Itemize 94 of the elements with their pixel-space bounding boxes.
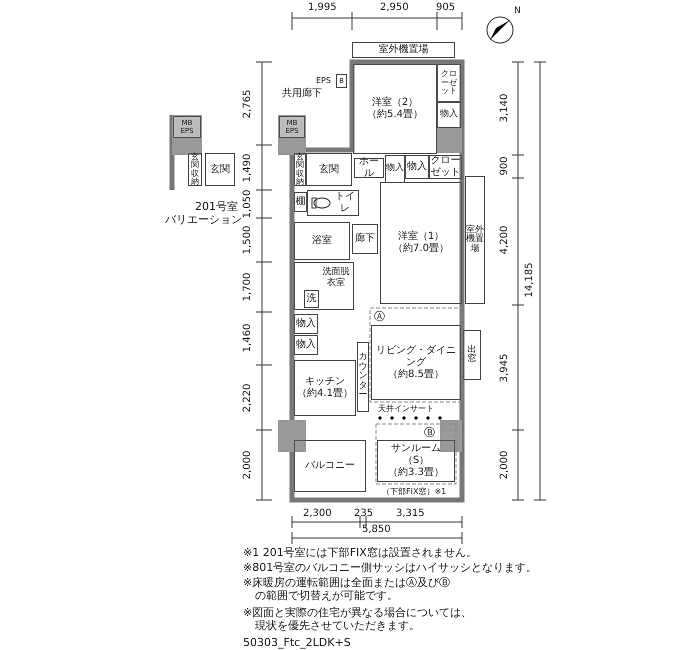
room-name: クローゼット (440, 70, 458, 96)
dimension-value: 1,500 (242, 226, 254, 254)
room-name: 物入 (386, 164, 404, 174)
room-name: 浴室 (312, 235, 332, 247)
storage-area (294, 335, 318, 355)
room-area (294, 262, 354, 310)
room-name: キッチン (305, 376, 345, 388)
room-name: 玄関 (210, 164, 230, 176)
room-name: 室外機置場 (466, 226, 484, 254)
shaft-box (173, 116, 201, 138)
dimension-value: 2,950 (380, 2, 409, 14)
dimension-value: 2,000 (242, 450, 254, 480)
room-area (306, 153, 352, 186)
room-name: 廊下 (355, 233, 375, 245)
dimension-value: 900 (499, 156, 511, 176)
room-name: 洗 (306, 293, 316, 305)
dimension-value: 1,490 (242, 154, 254, 182)
dimension-value: 14,185 (524, 262, 536, 298)
room-size: （約4.1畳） (297, 388, 353, 400)
room-name: 物入 (407, 161, 427, 173)
balcony-area (294, 440, 366, 492)
room-name: サンルーム（S） (390, 443, 442, 467)
room-name: 室外機置場 (378, 44, 428, 56)
room-name: カウンター (358, 353, 368, 401)
note-text: ※801号室のバルコニー側サッシはハイサッシとなります。 (243, 561, 538, 574)
note-text: ※図面と実際の住宅が異なる場合については、現状を優先させていただきます。 (243, 606, 474, 632)
room-name: リビング・ダイニング (375, 344, 457, 368)
dimension-value: 2,765 (242, 90, 254, 118)
dimension-value: 3,140 (499, 94, 511, 122)
dimension-value: 5,850 (362, 524, 391, 536)
room-name: 玄関収納 (190, 152, 200, 186)
dimension-value: 3,945 (499, 354, 511, 382)
room-name: バルコニー (305, 460, 355, 472)
counter-area (357, 342, 369, 412)
room-name: 洗面脱衣室 (322, 267, 350, 289)
shelf-area (294, 192, 307, 212)
room-name: 物入 (439, 110, 459, 120)
room-name: 玄関収納 (295, 152, 305, 186)
dimension-value: 1,995 (308, 2, 337, 14)
room-area (205, 153, 235, 186)
room-name: 物入 (296, 339, 316, 351)
room-name: 出窓 (466, 346, 478, 364)
room-name: ホール (358, 156, 380, 180)
corridor-label: 共用廊下 (282, 88, 322, 100)
room-size: （約5.4畳） (367, 109, 423, 121)
room-name: 洋室（1） (398, 231, 444, 243)
room-name: 洋室（2） (372, 97, 418, 109)
dimension-value: 2,220 (242, 384, 254, 412)
ceiling-insert-label: 天井インサート (378, 404, 434, 414)
storage-area (405, 155, 429, 179)
zone-mark: Ⓐ (374, 310, 385, 324)
note-text: ※1 201号室には下部FIX窓は設置されません。 (243, 546, 477, 560)
window-note: （下部FIX窓）※1 (382, 487, 446, 497)
room-area (294, 222, 350, 260)
storage-area (385, 155, 405, 183)
note-text: ※床暖房の運転範囲は全面またはⒶ及びⒷの範囲で切替えが可能です。 (243, 576, 452, 602)
room-name: 玄関 (319, 164, 339, 176)
dimension-value: 1,460 (242, 324, 254, 352)
room-area (380, 182, 462, 304)
storage-area (437, 102, 461, 128)
variation-caption: 201号室バリエーション (165, 200, 242, 226)
shaft-box (336, 74, 347, 88)
compass-letter: N (514, 6, 521, 17)
zone-mark: Ⓑ (424, 426, 435, 440)
room-size: （約3.3畳） (388, 467, 444, 479)
closet-area (437, 64, 461, 102)
room-area (354, 158, 384, 178)
shaft-label: EPS (316, 76, 331, 85)
dimension-value: 2,300 (303, 508, 332, 520)
bay-window-area (463, 330, 481, 380)
dimension-value: 1,700 (242, 272, 254, 302)
room-name: 物入 (296, 318, 316, 330)
room-area (294, 360, 356, 416)
room-area (307, 190, 359, 216)
room-size: （約8.5畳） (388, 368, 444, 380)
outdoor-unit-area (465, 176, 485, 304)
room-size: （約7.0畳） (393, 243, 449, 255)
dimension-value: 3,315 (396, 508, 425, 520)
washer-area (304, 290, 319, 308)
dimension-value: 4,200 (499, 226, 511, 254)
room-name: トイレ (334, 191, 356, 215)
room-area (352, 224, 378, 254)
room-area (371, 325, 461, 400)
dimension-value: 235 (354, 508, 374, 520)
dimension-value: 1,050 (242, 190, 254, 218)
dimension-value: 905 (436, 2, 456, 14)
room-area (353, 64, 437, 154)
outdoor-unit-area (352, 42, 455, 58)
footer-code: 50303_Ftc_2LDK+S (243, 636, 351, 650)
shaft-box (279, 116, 305, 138)
room-area (377, 440, 455, 482)
storage-area (294, 314, 318, 334)
room-name: 棚 (296, 196, 306, 208)
dimension-value: 2,000 (499, 450, 511, 480)
